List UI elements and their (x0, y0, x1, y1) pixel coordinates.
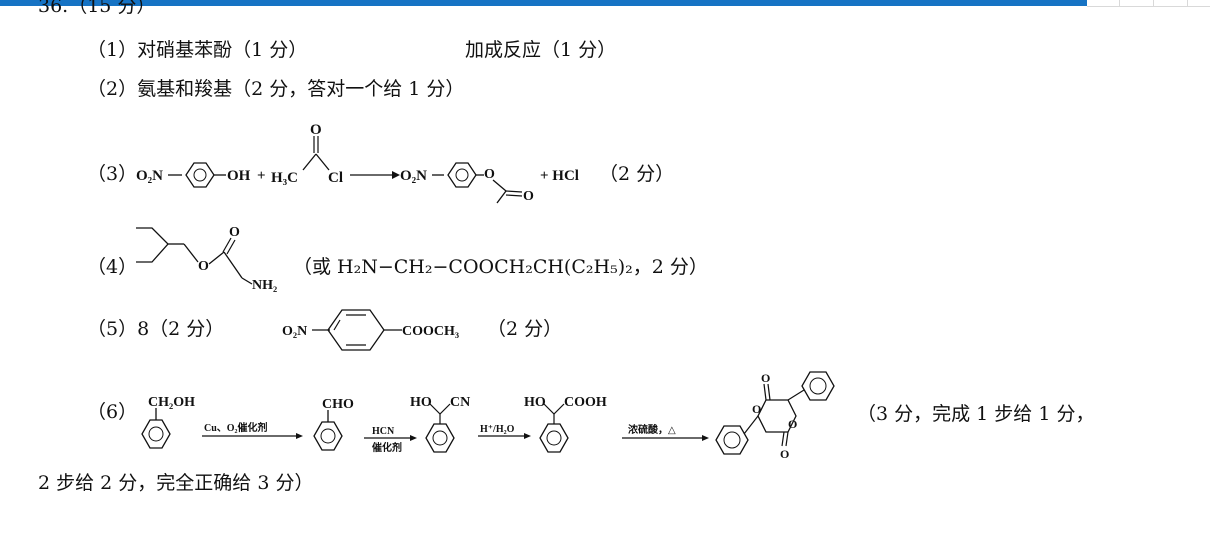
top-accent-bar (0, 0, 1087, 6)
s4-cooh: COOH (564, 395, 607, 410)
answer-3-label: （3） (87, 163, 138, 185)
nitro-group-5: O₂N (282, 324, 307, 339)
answer-1-reaction-type: 加成反应（1 分） (465, 39, 617, 61)
ring-o-top: O (761, 371, 770, 385)
carbonyl-o: O (310, 122, 322, 138)
benzene-ring-5 (327, 309, 385, 351)
answer-3-score: （2 分） (599, 163, 675, 185)
s3-ho: HO (410, 395, 432, 410)
ring-o-right: O (788, 417, 797, 431)
ester-carbonyl-o: O (523, 189, 534, 204)
ether-o: O (198, 259, 209, 274)
toolbar-strip (1087, 0, 1210, 7)
ring-o-left: O (752, 402, 761, 416)
amine-group: NH₂ (252, 278, 277, 293)
product-nitro: O₂N (400, 168, 427, 184)
benzene-p-left (715, 425, 749, 455)
question-header: 36.（15 分） (38, 0, 156, 17)
s4-ho: HO (524, 395, 546, 410)
reactant-nitro: O₂N (136, 168, 163, 184)
plus-sign-1: + (257, 168, 266, 184)
ring-o-bottom: O (780, 447, 789, 461)
ester-o: O (484, 167, 495, 182)
answer-5-label: （5）8（2 分） (87, 318, 225, 340)
arrow4-cond: 浓硫酸，△ (628, 423, 676, 436)
chlorine: Cl (328, 170, 343, 186)
equation-acetylation: O₂N OH + H₃C O Cl O₂N O O + HCl (136, 122, 579, 204)
s3-cn: CN (450, 395, 470, 410)
structure-ester-amine: O O NH₂ (136, 225, 277, 293)
structure-methyl-nitrobenzoate: O₂N COOCH₃ (282, 309, 459, 351)
benzene-ring-1 (185, 162, 215, 188)
answer-6-label: （6） (87, 401, 138, 423)
answer-4-label: （4） (87, 256, 138, 278)
plus-hcl: + HCl (540, 168, 579, 184)
answer-1: （1）对硝基苯酚（1 分） (87, 39, 308, 61)
answer-5-score: （2 分） (487, 318, 563, 340)
ester-group-5: COOCH₃ (402, 324, 459, 339)
benzene-s1 (141, 419, 171, 449)
answer-6-score-line2: 2 步给 2 分，完全正确给 3 分） (38, 472, 314, 494)
answer-2: （2）氨基和羧基（2 分，答对一个给 1 分） (87, 78, 465, 100)
carbonyl-o-4: O (229, 225, 240, 240)
arrow1-cond: Cu、O₂催化剂 (204, 421, 268, 434)
reactant-oh: OH (227, 168, 251, 184)
synthesis-route: CH₂OH Cu、O₂催化剂 CHO HCN 催化剂 HO CN H⁺/H₂O … (141, 371, 835, 461)
answer-4-note: （或 H₂N−CH₂−COOCH₂CH(C₂H₅)₂，2 分） (293, 256, 708, 278)
s2-cho: CHO (322, 397, 354, 412)
arrow2-bottom: 催化剂 (372, 441, 402, 454)
arrow2-top: HCN (372, 426, 395, 437)
benzene-ring-2 (447, 162, 477, 188)
benzene-s2 (313, 421, 343, 451)
benzene-s4 (539, 423, 569, 453)
benzene-s3 (425, 423, 455, 453)
benzene-p-right (801, 371, 835, 401)
answer-6-score-line1: （3 分，完成 1 步给 1 分， (857, 403, 1095, 425)
s1-ch2oh: CH₂OH (148, 395, 195, 410)
arrow3-cond: H⁺/H₂O (480, 424, 515, 435)
acetyl-methyl: H₃C (271, 170, 298, 186)
